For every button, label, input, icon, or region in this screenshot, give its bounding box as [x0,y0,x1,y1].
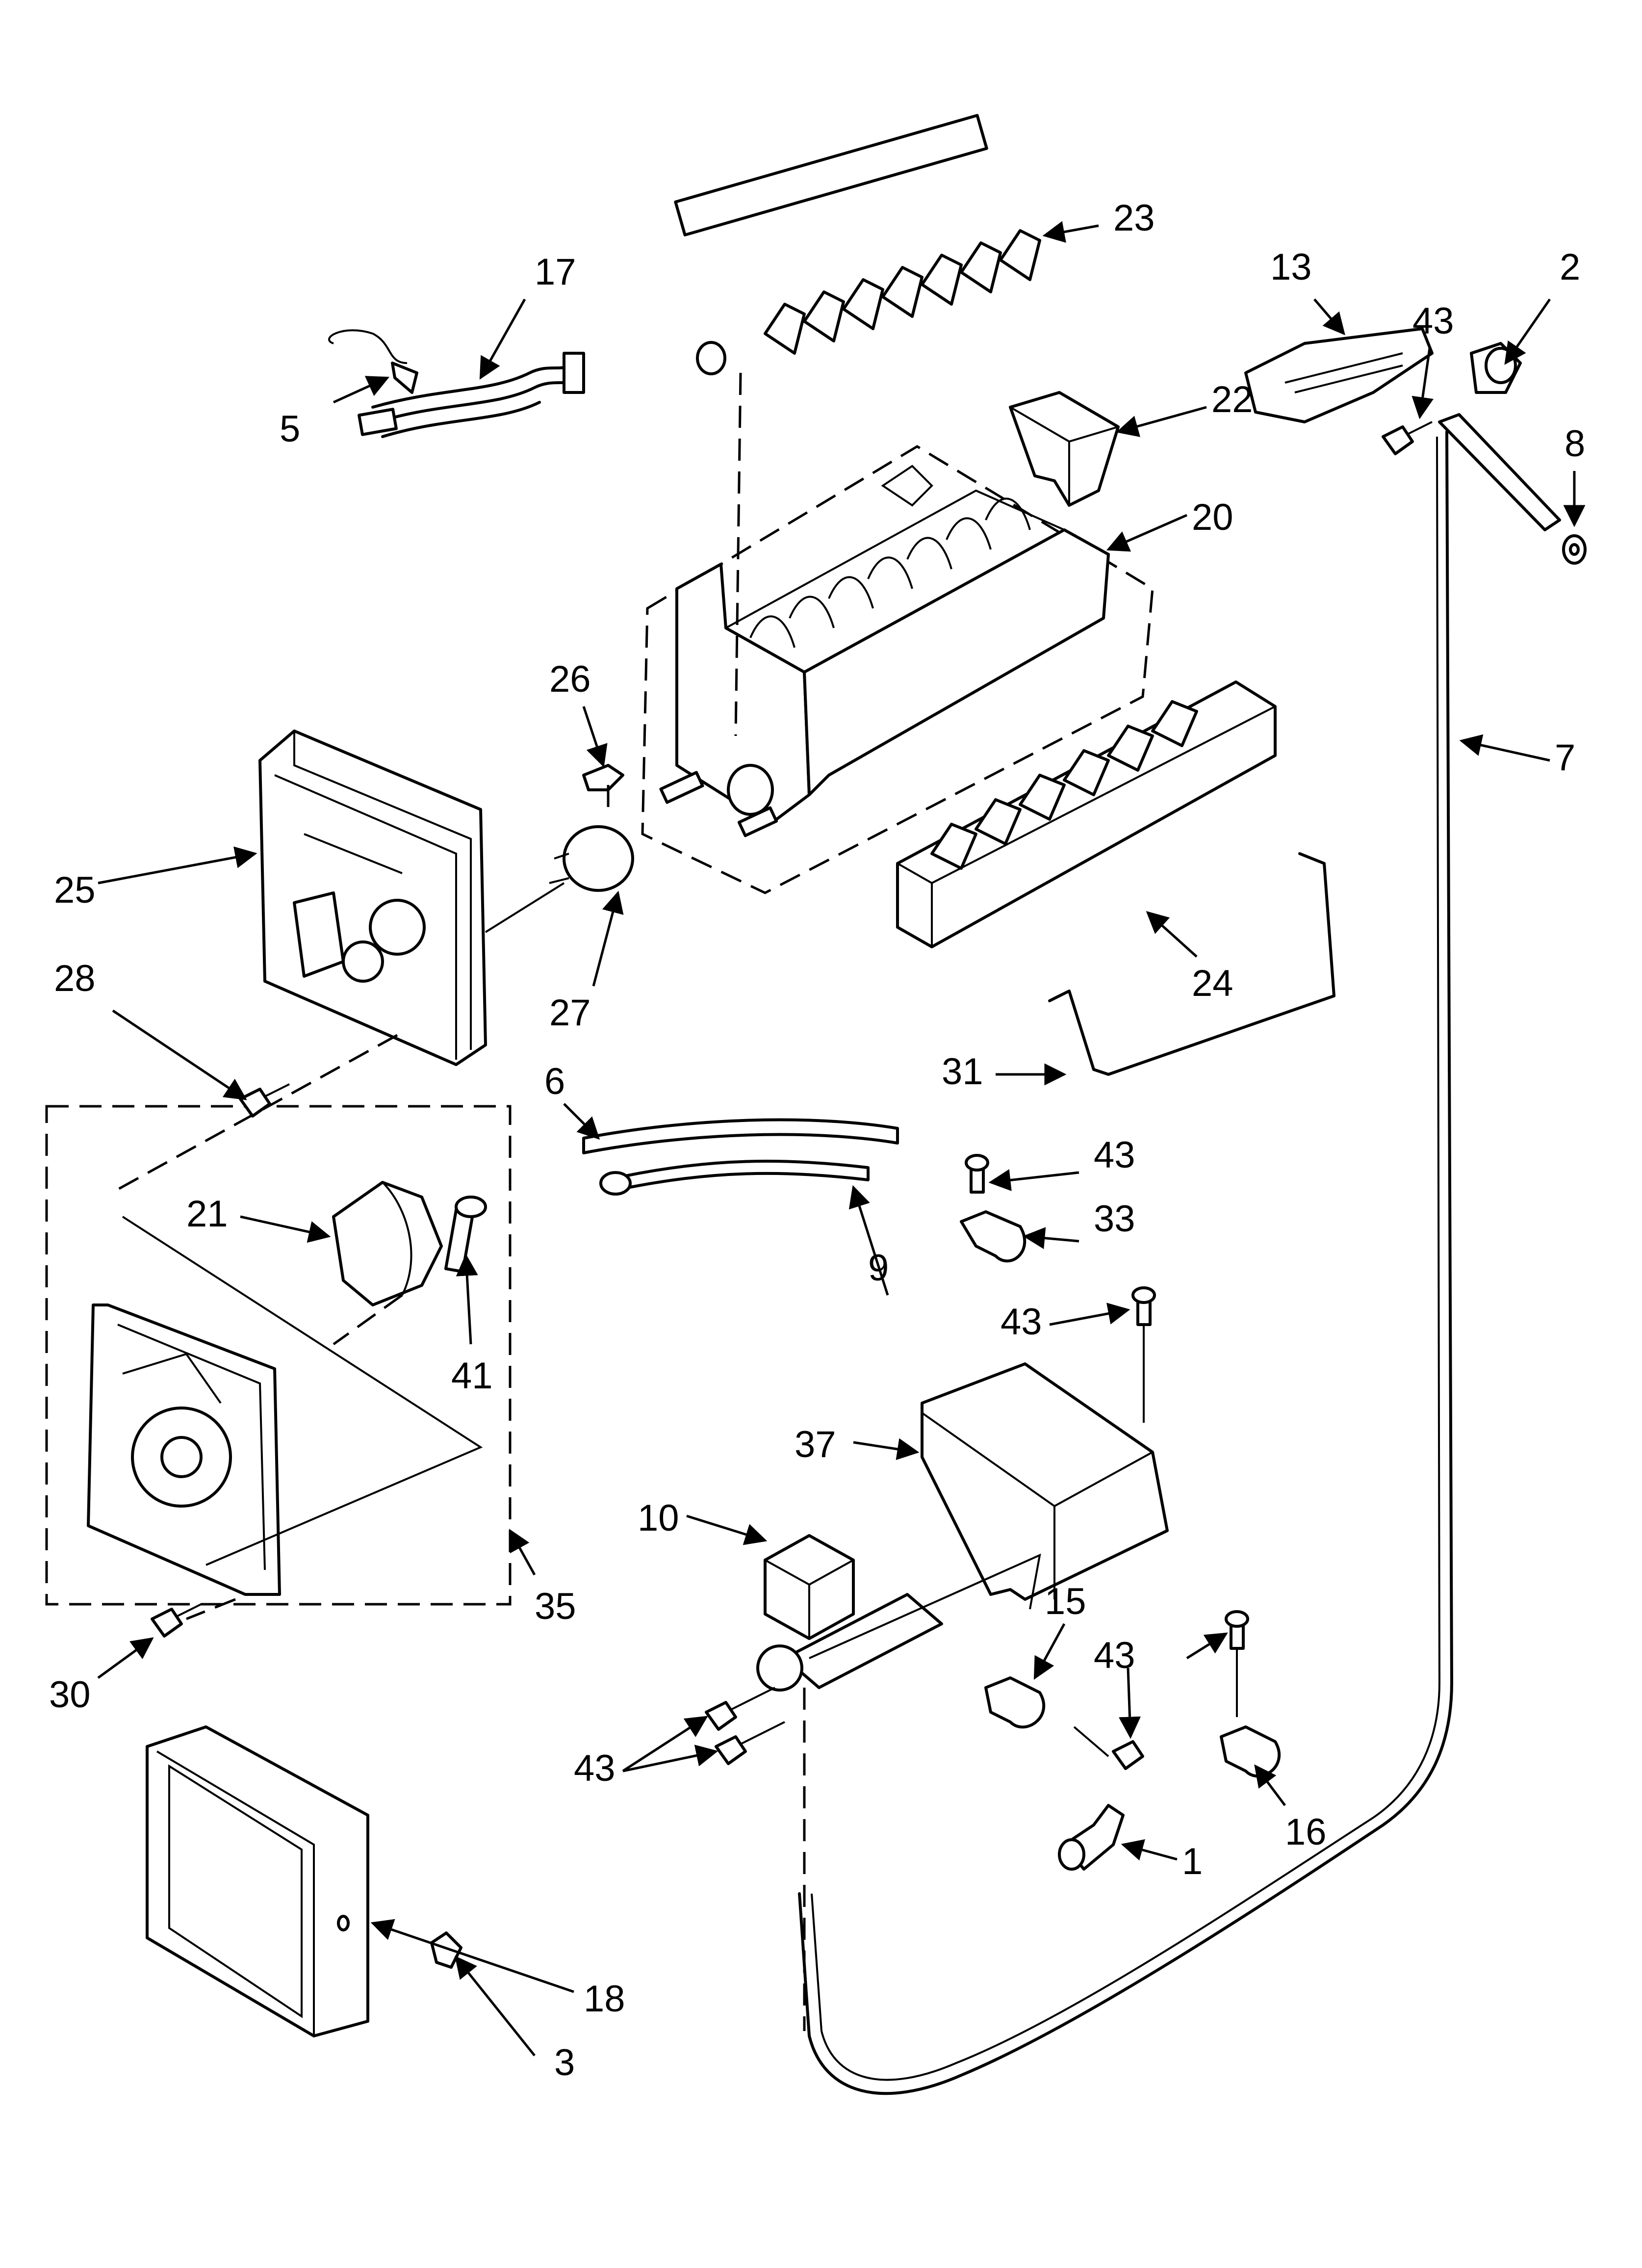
screw-28 [239,1083,290,1118]
callout-24: 24 [1192,963,1233,1004]
screw-43-mid [965,1154,989,1194]
clip-26 [582,764,624,791]
callout-25: 25 [54,869,96,911]
clamp-15 [984,1676,1046,1729]
control-housing [258,730,487,1066]
washer [1562,534,1587,565]
screw-43-lower [1073,1726,1144,1770]
callout-16: 16 [1285,1811,1327,1853]
callout-28: 28 [54,958,96,999]
callout-20: 20 [1192,496,1233,538]
ice-mold [641,445,1154,894]
clamp-33 [960,1210,1026,1263]
callout-13: 13 [1270,246,1312,288]
fill-cup [1009,391,1120,507]
module-lines [122,1216,483,1566]
connection-line-a [734,372,742,736]
valve-bracket [921,1362,1169,1601]
callout-7: 7 [1555,737,1575,779]
callout-22: 22 [1211,379,1253,420]
connection-line-d [186,1598,236,1620]
module-assembly-box [45,1105,512,1606]
callout-18: 18 [584,1978,625,2020]
callout-17: 17 [535,251,576,293]
connection-line-b [112,1034,398,1194]
ejector-shaft [674,114,1041,375]
callout-labels: 23 17 13 2 43 22 8 5 20 26 7 25 28 27 24… [49,197,1585,2084]
callout-21: 21 [186,1193,228,1235]
callout-43-upper: 43 [1001,1301,1042,1343]
elbow-fitting [1058,1804,1125,1871]
water-tube [798,413,1561,2095]
callout-8: 8 [1565,423,1585,465]
callout-43-right: 43 [1094,1635,1135,1676]
callout-37: 37 [795,1424,836,1465]
callout-23: 23 [1113,197,1155,239]
connection-line-c [333,1294,403,1346]
screw-43-pair [705,1687,785,1765]
screw-43-top [1382,421,1433,455]
screw-41 [444,1196,487,1274]
bracket-plate [1244,327,1434,423]
screw-30 [151,1603,202,1638]
plug [430,1931,462,1969]
callout-10: 10 [638,1497,679,1539]
callout-27: 27 [549,992,591,1034]
fill-tube [582,1118,899,1154]
shutoff-arm [1048,852,1335,1076]
callout-30: 30 [49,1674,91,1716]
water-valve [756,1534,1041,1692]
callout-5: 5 [280,408,300,450]
ice-stripper [896,680,1277,948]
callout-2: 2 [1560,246,1580,288]
callout-6: 6 [544,1061,565,1102]
wire-clip [391,362,418,394]
callout-43-top: 43 [1412,300,1454,342]
callout-33: 33 [1094,1198,1135,1240]
module-plate [87,1303,281,1596]
connection-line-f [485,882,565,933]
screw-43-upper [1131,1286,1156,1423]
callout-3: 3 [554,2042,575,2084]
callout-43-pair: 43 [574,1747,616,1789]
callout-43-mid: 43 [1094,1134,1135,1176]
screw-43-right [1225,1610,1249,1717]
motor [332,1181,443,1306]
callout-41: 41 [451,1355,493,1397]
leaders [97,221,1586,2057]
callout-9: 9 [868,1247,889,1289]
callout-26: 26 [549,658,591,700]
clamp-16 [1220,1725,1281,1778]
thermostat [549,825,634,892]
callout-35: 35 [535,1586,576,1627]
callout-1: 1 [1182,1841,1203,1882]
wire-harness [328,329,585,438]
callout-31: 31 [942,1051,983,1093]
callout-15: 15 [1045,1581,1086,1622]
front-cover [146,1725,369,2037]
fill-tube-grommet [599,1159,870,1196]
